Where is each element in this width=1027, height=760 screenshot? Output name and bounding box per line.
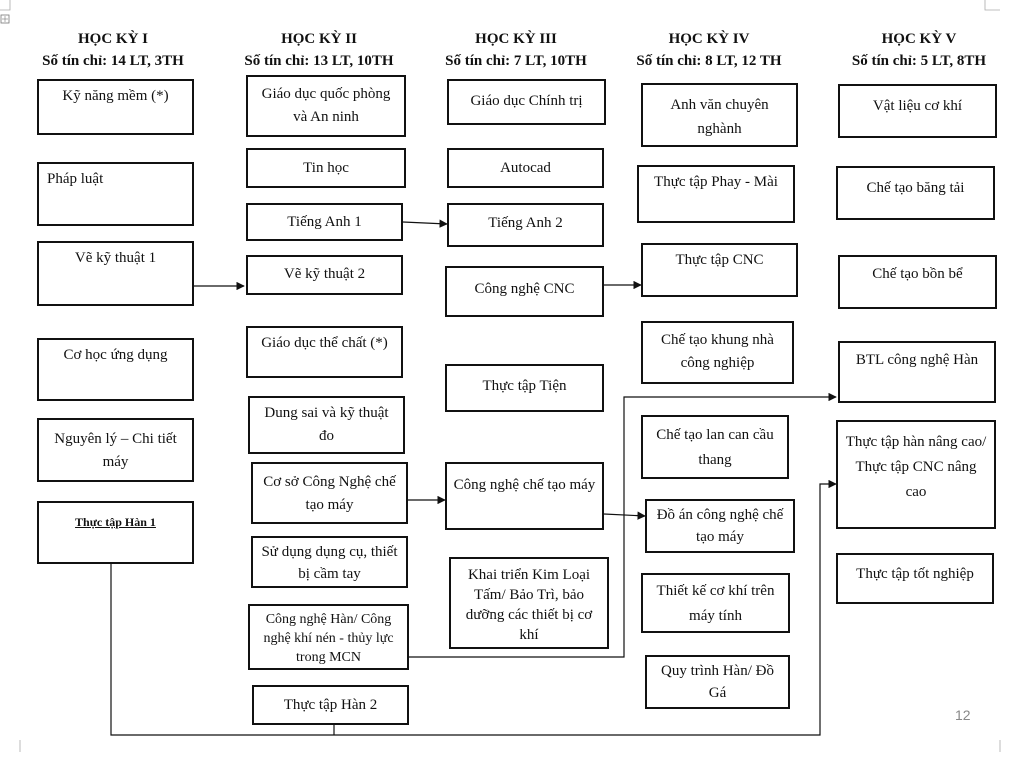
course-label: Thực tập Hàn 1 [75, 515, 156, 529]
course-label: Dung sai và kỹ thuật đo [264, 405, 389, 444]
course-label: Anh văn chuyên nghành [670, 97, 769, 137]
course-quy-trinh-han-do-ga: Quy trình Hàn/ Đồ Gá [645, 655, 790, 709]
course-che-tao-bon-be: Chế tạo bồn bể [838, 255, 997, 309]
course-label: Công nghệ chế tạo máy [453, 477, 596, 493]
course-phap-luat: Pháp luật [37, 162, 194, 226]
course-thuc-tap-cnc: Thực tập CNC [641, 243, 798, 297]
course-label: Chế tạo bồn bể [872, 266, 963, 282]
course-autocad: Autocad [447, 148, 604, 188]
course-label: Nguyên lý – Chi tiết máy [54, 431, 177, 470]
course-tieng-anh-2: Tiếng Anh 2 [447, 203, 604, 247]
course-label: BTL công nghệ Hàn [855, 352, 979, 368]
course-label: Giáo dục Chính trị [470, 93, 583, 109]
course-thuc-tap-han-nang-cao: Thực tập hàn nâng cao/ Thực tập CNC nâng… [836, 420, 996, 529]
course-label: Thực tập CNC [675, 252, 764, 268]
semester-4-header: HỌC KỲ IV Số tín chỉ: 8 LT, 12 TH [620, 28, 798, 72]
course-label: Quy trình Hàn/ Đồ Gá [661, 663, 774, 701]
course-label: Thiết kế cơ khí trên máy tính [656, 583, 775, 624]
course-label: Cơ sở Công Nghệ chế tạo máy [263, 474, 396, 513]
course-cong-nghe-han-khi-nen: Công nghệ Hàn/ Công nghệ khí nén - thủy … [248, 604, 409, 670]
course-label: Kỹ năng mềm (*) [62, 88, 169, 104]
course-label: Chế tạo khung nhà công nghiệp [661, 332, 774, 371]
semester-title: HỌC KỲ V [881, 31, 957, 47]
course-thuc-tap-phay-mai: Thực tập Phay - Mài [637, 165, 795, 223]
semester-title: HỌC KỲ III [475, 31, 557, 47]
semester-credits: Số tín chỉ: 5 LT, 8TH [851, 53, 987, 69]
course-che-tao-khung-nha: Chế tạo khung nhà công nghiệp [641, 321, 794, 384]
semester-5-header: HỌC KỲ V Số tín chỉ: 5 LT, 8TH [835, 28, 1003, 72]
semester-credits: Số tín chỉ: 14 LT, 3TH [42, 53, 184, 69]
course-thuc-tap-han-2: Thực tập Hàn 2 [252, 685, 409, 725]
course-label: Vẽ kỹ thuật 2 [283, 266, 366, 282]
course-label: Khai triển Kim Loại Tấm/ Bảo Trì, bảo dư… [465, 567, 593, 643]
semester-title: HỌC KỲ I [77, 31, 148, 47]
course-ve-ky-thuat-2: Vẽ kỹ thuật 2 [246, 255, 403, 295]
course-thiet-ke-co-khi: Thiết kế cơ khí trên máy tính [641, 573, 790, 633]
course-label: Vẽ kỹ thuật 1 [74, 250, 157, 266]
course-nguyen-ly-chi-tiet-may: Nguyên lý – Chi tiết máy [37, 418, 194, 482]
course-tin-hoc: Tin học [246, 148, 406, 188]
semester-credits: Số tín chỉ: 8 LT, 12 TH [636, 53, 782, 69]
course-label: Đồ án công nghệ chế tạo máy [656, 507, 784, 545]
course-giao-duc-quoc-phong: Giáo dục quốc phòng và An ninh [246, 75, 406, 137]
course-vat-lieu-co-khi: Vật liệu cơ khí [838, 84, 997, 138]
course-label: Thực tập hàn nâng cao/ Thực tập CNC nâng… [845, 434, 987, 500]
semester-credits: Số tín chỉ: 7 LT, 10TH [445, 53, 587, 69]
semester-title: HỌC KỲ II [281, 31, 357, 47]
course-su-dung-dung-cu: Sử dụng dụng cụ, thiết bị cầm tay [251, 536, 408, 588]
course-thuc-tap-han-1: Thực tập Hàn 1 [37, 501, 194, 564]
course-tieng-anh-1: Tiếng Anh 1 [246, 203, 403, 241]
semester-title: HỌC KỲ IV [668, 31, 750, 47]
course-label: Tiếng Anh 1 [287, 214, 362, 230]
course-anh-van-chuyen-nganh: Anh văn chuyên nghành [641, 83, 798, 147]
course-che-tao-bang-tai: Chế tạo băng tải [836, 166, 995, 220]
course-label: Thực tập tốt nghiệp [856, 566, 974, 582]
course-cong-nghe-cnc: Công nghệ CNC [445, 266, 604, 317]
course-label: Chế tạo lan can cầu thang [656, 427, 774, 468]
page-number: 12 [955, 707, 971, 723]
course-thuc-tap-tot-nghiep: Thực tập tốt nghiệp [836, 553, 994, 604]
course-khai-trien-kim-loai-tam: Khai triển Kim Loại Tấm/ Bảo Trì, bảo dư… [449, 557, 609, 649]
course-label: Công nghệ Hàn/ Công nghệ khí nén - thủy … [263, 612, 394, 665]
course-label: Sử dụng dụng cụ, thiết bị cầm tay [261, 544, 398, 582]
course-co-so-cong-nghe-che-tao-may: Cơ sở Công Nghệ chế tạo máy [251, 462, 408, 524]
course-label: Autocad [500, 160, 551, 176]
course-label: Vật liệu cơ khí [872, 98, 963, 114]
course-btl-cong-nghe-han: BTL công nghệ Hàn [838, 341, 996, 403]
course-label: Tin học [303, 160, 349, 176]
semester-credits: Số tín chỉ: 13 LT, 10TH [244, 53, 394, 69]
course-co-hoc-ung-dung: Cơ học ứng dụng [37, 338, 194, 401]
course-label: Thực tập Phay - Mài [654, 174, 778, 190]
course-label: Công nghệ CNC [474, 281, 575, 297]
course-do-an-cong-nghe: Đồ án công nghệ chế tạo máy [645, 499, 795, 553]
semester-3-header: HỌC KỲ III Số tín chỉ: 7 LT, 10TH [430, 28, 602, 72]
semester-1-header: HỌC KỲ I Số tín chỉ: 14 LT, 3TH [28, 28, 198, 72]
course-label: Giáo dục quốc phòng và An ninh [261, 86, 391, 125]
course-giao-duc-the-chat: Giáo dục thể chất (*) [246, 326, 403, 378]
course-label: Cơ học ứng dụng [63, 347, 168, 363]
course-ve-ky-thuat-1: Vẽ kỹ thuật 1 [37, 241, 194, 306]
course-cong-nghe-che-tao-may: Công nghệ chế tạo máy [445, 462, 604, 530]
course-giao-duc-chinh-tri: Giáo dục Chính trị [447, 79, 606, 125]
course-label: Pháp luật [47, 171, 104, 187]
course-che-tao-lan-can: Chế tạo lan can cầu thang [641, 415, 789, 479]
course-thuc-tap-tien: Thực tập Tiện [445, 364, 604, 412]
course-label: Tiếng Anh 2 [488, 215, 563, 231]
semester-2-header: HỌC KỲ II Số tín chỉ: 13 LT, 10TH [229, 28, 409, 72]
course-label: Chế tạo băng tải [866, 180, 965, 196]
course-dung-sai-ky-thuat-do: Dung sai và kỹ thuật đo [248, 396, 405, 454]
course-label: Thực tập Tiện [482, 378, 567, 394]
course-ky-nang-mem: Kỹ năng mềm (*) [37, 79, 194, 135]
course-label: Giáo dục thể chất (*) [261, 335, 388, 351]
course-label: Thực tập Hàn 2 [283, 697, 378, 713]
